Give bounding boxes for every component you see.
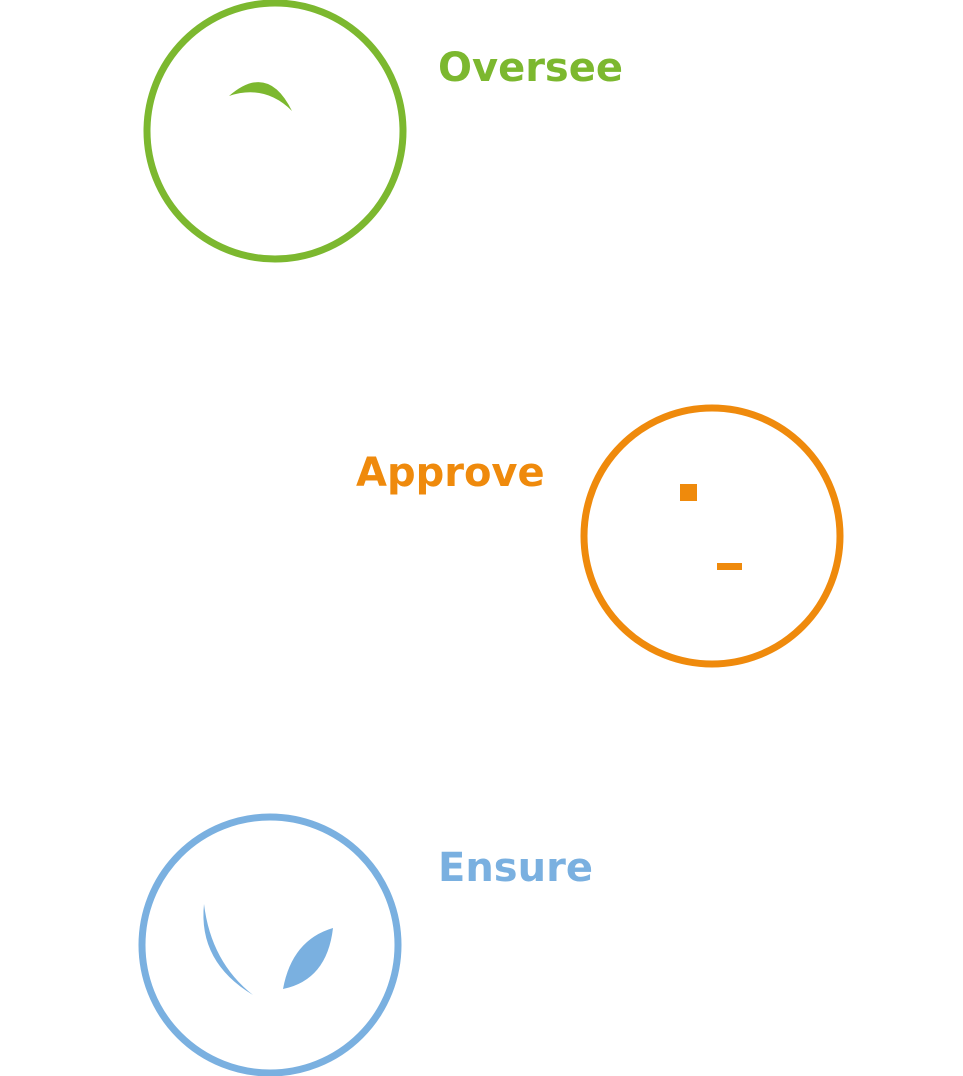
step-label-approve: Approve bbox=[356, 450, 545, 496]
step-label-ensure: Ensure bbox=[438, 845, 593, 891]
oversee-circle-icon bbox=[143, 0, 407, 263]
approve-circle-icon bbox=[580, 404, 844, 668]
ensure-circle-icon bbox=[138, 813, 402, 1076]
step-label-oversee: Oversee bbox=[438, 45, 623, 91]
